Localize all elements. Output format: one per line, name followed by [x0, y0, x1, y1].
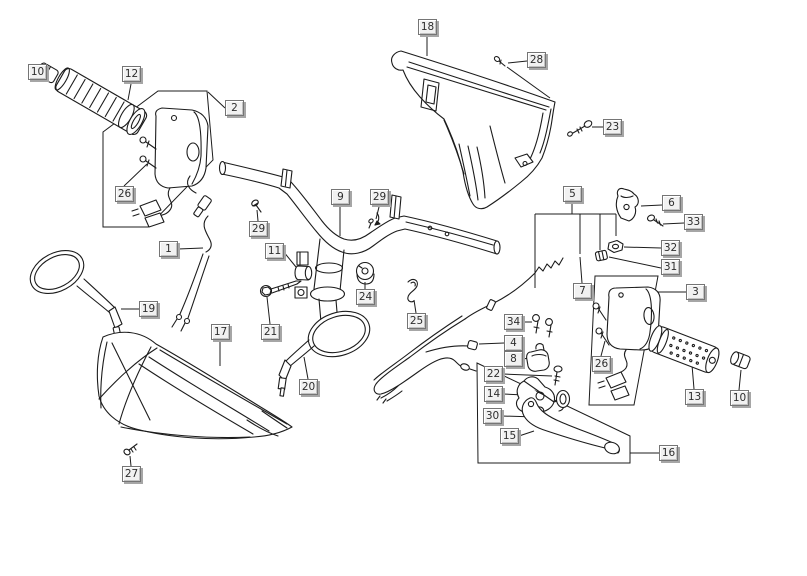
spring-cable-7-drawing: [464, 257, 564, 320]
cable-bracket-6-drawing: [615, 187, 639, 222]
callout-23[interactable]: 23: [603, 119, 622, 135]
callout-26[interactable]: 26: [592, 356, 611, 372]
clamp-block-drawing: [294, 286, 308, 299]
clamp-8-drawing: [526, 343, 550, 372]
callout-31[interactable]: 31: [661, 259, 680, 275]
callout-25-leader: [413, 299, 417, 314]
switch-housing-right-drawing: [131, 107, 209, 228]
callout-29[interactable]: 29: [370, 189, 389, 205]
callout-26-leader: [123, 163, 148, 187]
callout-15-leader: [518, 430, 535, 437]
barrel-31-drawing: [594, 249, 608, 262]
callout-10[interactable]: 10: [28, 64, 47, 80]
screw-29-middle-drawing: [368, 212, 381, 229]
cover-screw-28-drawing: [493, 55, 506, 67]
callout-30[interactable]: 30: [483, 408, 502, 424]
callout-7[interactable]: 7: [573, 283, 592, 299]
callout-15[interactable]: 15: [500, 428, 519, 444]
screw-33-drawing: [646, 214, 664, 227]
callout-13[interactable]: 13: [685, 389, 704, 405]
switch-right-group-outline: [102, 90, 214, 228]
callout-24[interactable]: 24: [356, 289, 375, 305]
callout-27-leader: [129, 455, 132, 467]
callout-6-leader: [640, 204, 663, 207]
callout-21[interactable]: 21: [261, 324, 280, 340]
hook-clip-25-drawing: [407, 278, 418, 303]
brake-lever-15-drawing: [521, 397, 620, 455]
callout-28-leader: [507, 60, 528, 64]
callout-5[interactable]: 5: [563, 186, 582, 202]
callout-32-leader: [623, 246, 662, 249]
throttle-grip-tube-drawing: [54, 67, 148, 135]
callout-26-leader: [600, 340, 606, 357]
callout-8[interactable]: 8: [504, 351, 523, 367]
callout-11-leader: [282, 250, 297, 268]
screw-22-drawing: [553, 365, 563, 386]
cover-screw-27-drawing: [123, 443, 138, 456]
bolt-21-drawing: [259, 280, 302, 298]
callout-20-leader: [303, 356, 309, 380]
callout-21-leader: [266, 296, 271, 325]
callout-17[interactable]: 17: [211, 324, 230, 340]
callout-28[interactable]: 28: [527, 52, 546, 68]
pins-34-drawing: [532, 314, 553, 338]
callout-20[interactable]: 20: [299, 379, 318, 395]
grip-left-drawing: [648, 325, 720, 374]
mirror-left-drawing: [29, 249, 123, 347]
callout-12-leader: [127, 83, 132, 101]
throttle-cable-loop-drawing: [373, 315, 478, 404]
callout-19[interactable]: 19: [139, 301, 158, 317]
callout-1-leader: [177, 247, 204, 250]
callout-1[interactable]: 1: [159, 241, 178, 257]
callout-16[interactable]: 16: [659, 445, 678, 461]
cover-screw-23-drawing: [567, 120, 593, 137]
callout-31-leader: [608, 256, 662, 269]
switch-housing-left-drawing: [597, 286, 661, 401]
callout-10[interactable]: 10: [730, 390, 749, 406]
callout-13-leader: [691, 364, 695, 390]
callout-2-leader: [207, 91, 226, 109]
rear-cover-drawing: [391, 50, 556, 210]
callout-22[interactable]: 22: [484, 366, 503, 382]
callout-34[interactable]: 34: [504, 314, 523, 330]
switch-screws-left-drawing: [592, 302, 610, 346]
callout-22-leader: [502, 373, 553, 377]
callout-2[interactable]: 2: [225, 100, 244, 116]
callout-25[interactable]: 25: [407, 313, 426, 329]
bar-end-weight-right-drawing: [730, 351, 751, 370]
callout-4[interactable]: 4: [504, 335, 523, 351]
callout-10-leader: [738, 369, 742, 391]
throttle-cable-upper-drawing: [171, 175, 212, 332]
nut-32-drawing: [607, 239, 624, 254]
callout-29-leader: [256, 209, 259, 222]
switch-screws-right-drawing: [139, 136, 157, 169]
callout-3[interactable]: 3: [686, 284, 705, 300]
callout-18[interactable]: 18: [418, 19, 437, 35]
mirror-right-drawing: [277, 310, 371, 397]
callout-7-leader: [579, 256, 583, 284]
callout-12[interactable]: 12: [122, 66, 141, 82]
switch-left-group-outline: [588, 275, 659, 406]
callout-14[interactable]: 14: [484, 386, 503, 402]
screw-28-pointer-line: [506, 66, 551, 99]
callout-29[interactable]: 29: [249, 221, 268, 237]
callout-33-leader: [662, 222, 685, 225]
lever-group-outline: [476, 362, 631, 464]
callout-11[interactable]: 11: [265, 243, 284, 259]
bushing-11-drawing: [294, 265, 313, 281]
callout-33[interactable]: 33: [684, 214, 703, 230]
callout-6[interactable]: 6: [662, 195, 681, 211]
callout-26[interactable]: 26: [115, 186, 134, 202]
callout-9[interactable]: 9: [331, 189, 350, 205]
callout-27[interactable]: 27: [122, 466, 141, 482]
handlebar-drawing: [218, 160, 501, 345]
nut-24-drawing: [355, 261, 375, 285]
callout-4-leader: [478, 342, 505, 345]
screw-29-left-drawing: [251, 199, 262, 213]
front-cover-drawing: [96, 331, 293, 440]
callout-32[interactable]: 32: [661, 240, 680, 256]
